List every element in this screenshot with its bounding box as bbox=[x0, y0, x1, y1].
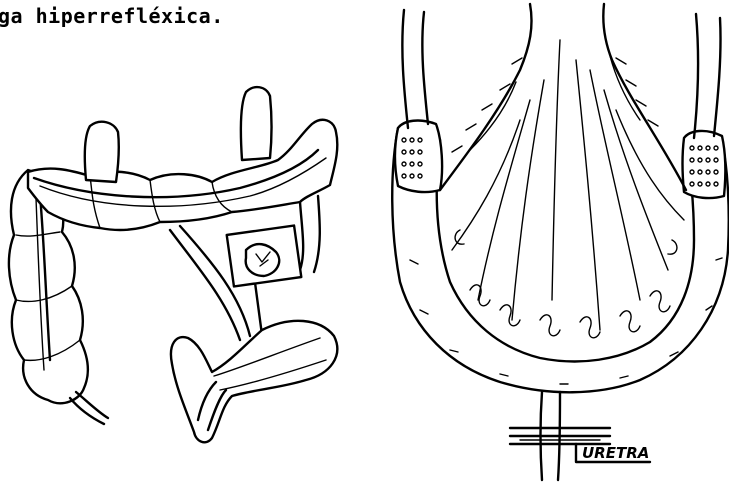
epiploic-tube-1 bbox=[85, 122, 119, 182]
right-anastomosis-rim bbox=[683, 131, 726, 198]
bladder-drawing bbox=[392, 4, 729, 480]
transverse-colon bbox=[28, 120, 337, 230]
bladder-inner-wall bbox=[437, 140, 694, 361]
urethra-label: URETRA bbox=[582, 444, 649, 462]
graft-patch bbox=[227, 226, 302, 287]
left-anastomosis-rim bbox=[395, 121, 442, 193]
urethra-label-group: URETRA bbox=[576, 444, 650, 462]
colon-drawing bbox=[9, 87, 337, 442]
epiploic-tube-2 bbox=[241, 87, 272, 160]
